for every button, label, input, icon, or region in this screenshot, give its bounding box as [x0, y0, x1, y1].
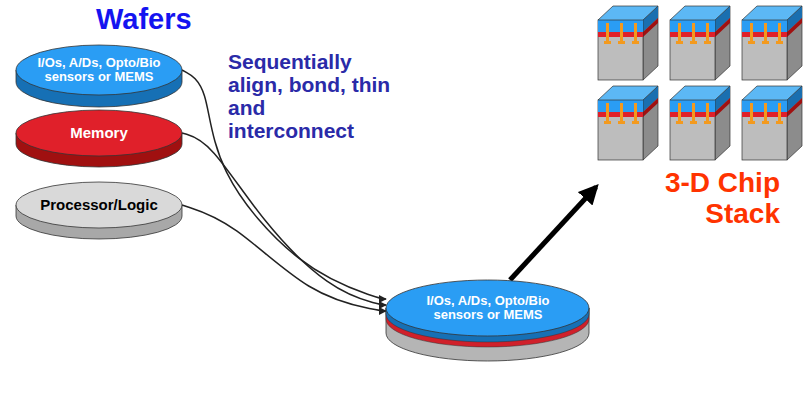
chip-cube — [670, 86, 730, 160]
bond-arrow — [182, 133, 386, 305]
chip-cube — [598, 86, 658, 160]
bond-arrow — [182, 205, 386, 311]
process-note: Sequentially align, bond, thin and inter… — [228, 50, 393, 142]
chip-cube — [742, 6, 802, 80]
wafer-label: I/Os, A/Ds, Opto/Bio sensors or MEMS — [32, 56, 166, 85]
wafer-label: Memory — [32, 125, 166, 142]
wafer-label: I/Os, A/Ds, Opto/Bio sensors or MEMS — [406, 294, 570, 323]
chip-cube — [670, 6, 730, 80]
logic-wafer: Processor/Logic — [15, 182, 183, 241]
bond-arrow — [182, 70, 386, 299]
output-arrow — [510, 187, 596, 280]
stacked-wafer: I/Os, A/Ds, Opto/Bio sensors or MEMS — [385, 280, 590, 363]
chip-cube — [742, 86, 802, 160]
memory-wafer: Memory — [15, 110, 183, 169]
sensor-wafer: I/Os, A/Ds, Opto/Bio sensors or MEMS — [15, 45, 183, 109]
group-heading: Wafers — [96, 4, 226, 36]
chip-stack-group — [598, 6, 802, 160]
chip-cube — [598, 6, 658, 80]
wafer-label: Processor/Logic — [32, 197, 166, 214]
result-heading: 3-D Chip Stack — [628, 168, 780, 230]
